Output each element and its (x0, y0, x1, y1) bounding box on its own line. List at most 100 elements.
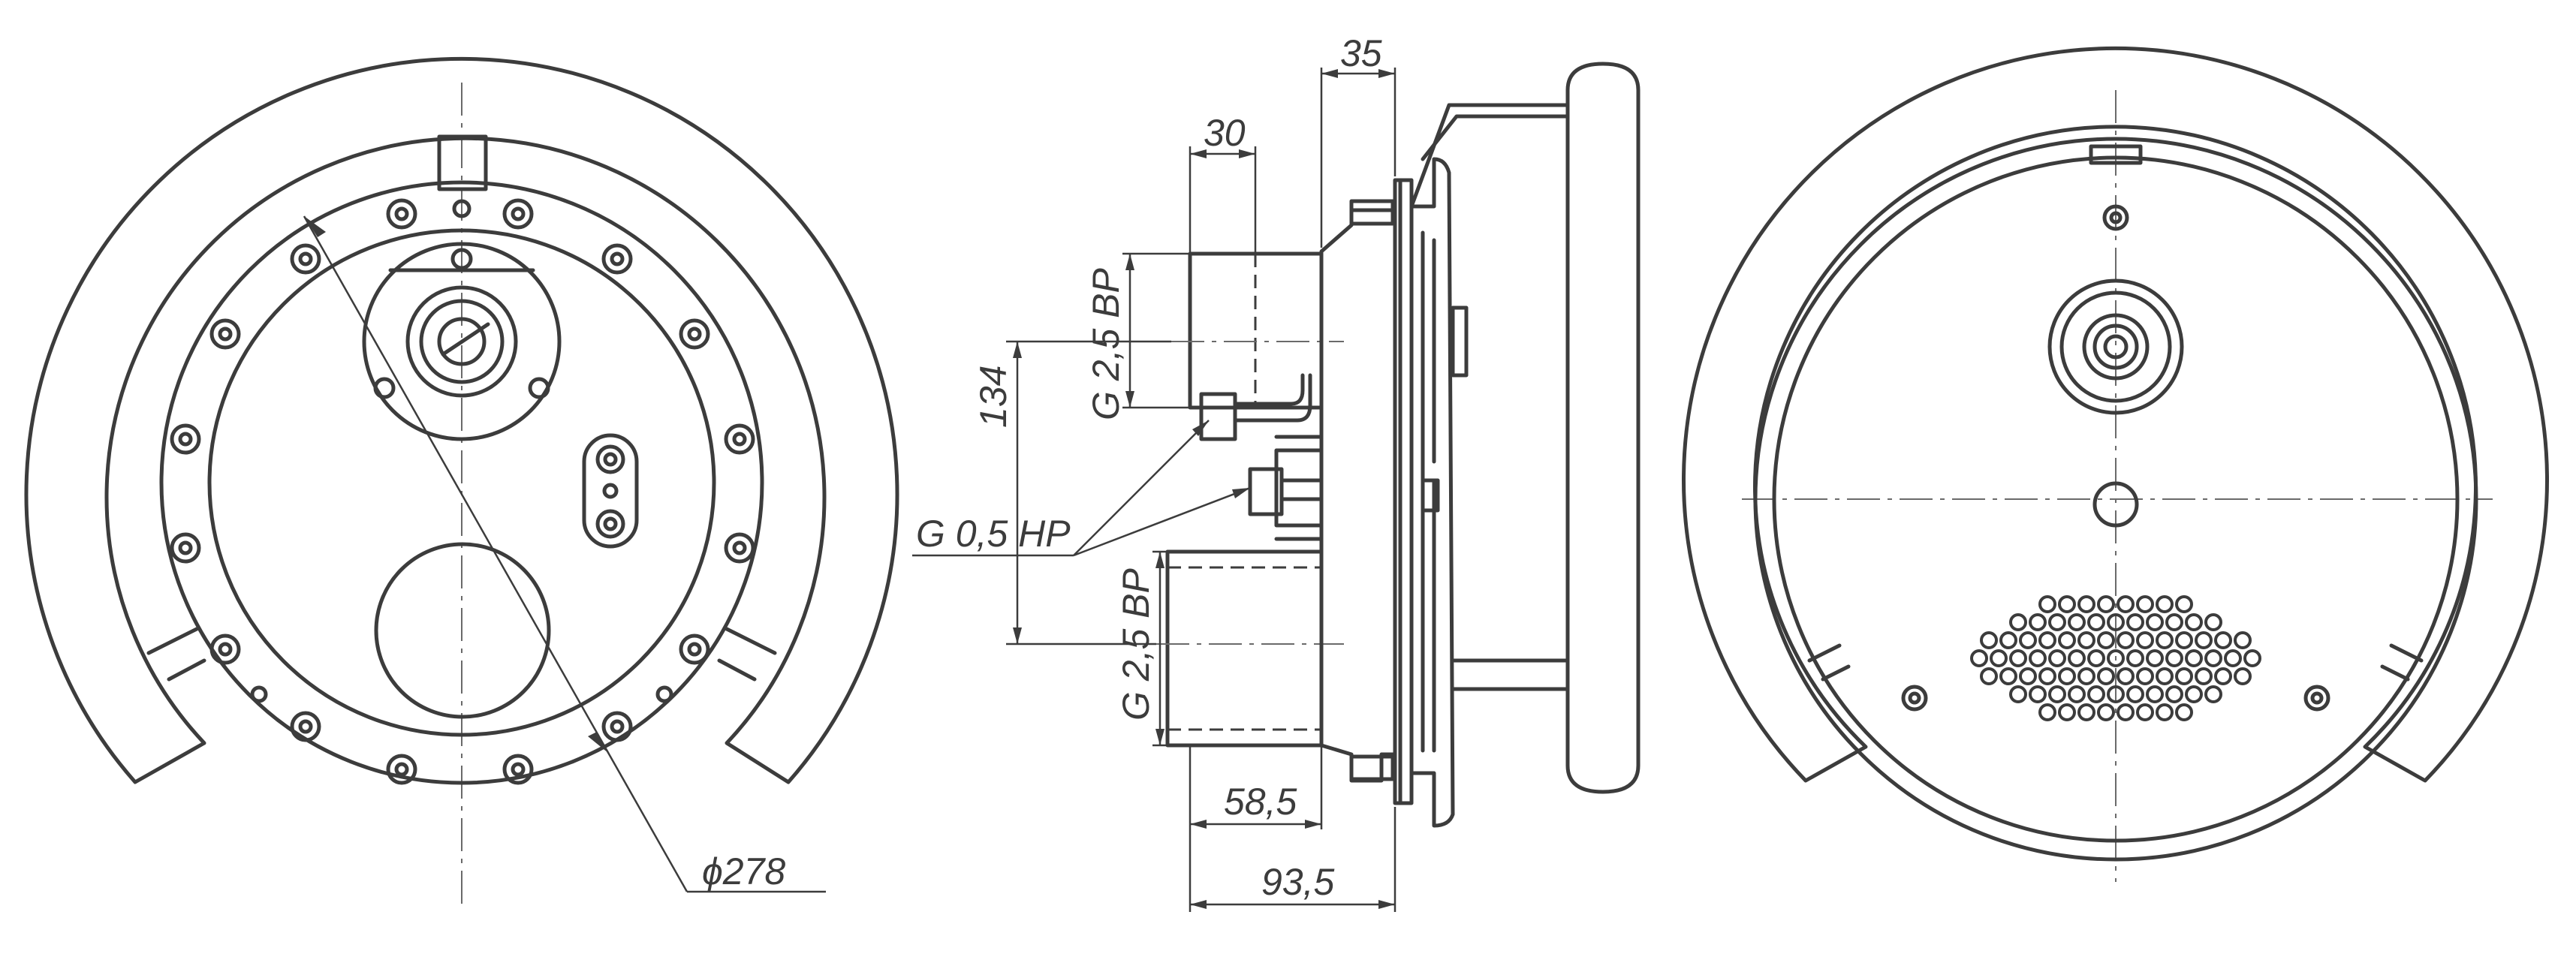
grille-hole (2048, 685, 2066, 703)
grille-hole (1990, 649, 2008, 667)
grille-hole (2175, 631, 2193, 649)
grille-hole (2185, 613, 2203, 631)
grille-hole (2214, 667, 2232, 685)
slot-fitting (582, 433, 639, 549)
grille-hole (2019, 667, 2037, 685)
grille-hole (1980, 631, 1998, 649)
front-view (1682, 47, 2549, 882)
grille-hole (2156, 631, 2174, 649)
grille-hole (2126, 649, 2144, 667)
thread-lower: G 2,5 ВР (1115, 567, 1157, 721)
grille-hole (2136, 631, 2154, 649)
grille-hole (2156, 667, 2174, 685)
grille-hole (2146, 613, 2164, 631)
grille-hole (2077, 667, 2095, 685)
grille-hole (2038, 631, 2056, 649)
grille-hole (2204, 685, 2222, 703)
grille-hole (2175, 595, 2193, 613)
grille-hole (2077, 595, 2095, 613)
grille-hole (2097, 703, 2115, 721)
nozzle-boss (362, 242, 562, 441)
grille-hole (2156, 703, 2174, 721)
grille-hole (2195, 667, 2213, 685)
suction-grille (1970, 595, 2261, 721)
grille-hole (2224, 649, 2242, 667)
grille-hole (2038, 667, 2056, 685)
side-view: 35 30 G 2,5 ВР 134 G 0,5 НР (912, 32, 1641, 912)
grille-hole (2068, 613, 2086, 631)
grille-hole (2107, 685, 2125, 703)
dim-93-5: 93,5 (1261, 861, 1335, 903)
grille-hole (2077, 703, 2095, 721)
grille-hole (2136, 667, 2154, 685)
grille-hole (2029, 613, 2047, 631)
dim-30: 30 (1204, 112, 1246, 154)
suction-outlet (374, 542, 551, 719)
flange-bolts (170, 198, 755, 785)
grille-hole (2087, 649, 2105, 667)
grille-hole (2087, 613, 2105, 631)
grille-hole (2048, 649, 2066, 667)
rear-view: ϕ278 (24, 56, 899, 908)
thread-upper: G 2,5 ВР (1085, 267, 1127, 420)
grille-hole (2243, 649, 2261, 667)
grille-hole (2126, 613, 2144, 631)
grille-hole (2058, 667, 2076, 685)
grille-hole (2068, 685, 2086, 703)
grille-hole (2156, 595, 2174, 613)
grille-hole (2175, 667, 2193, 685)
grille-hole (1970, 649, 1988, 667)
grille-hole (2185, 649, 2203, 667)
grille-hole (1999, 631, 2017, 649)
grille-hole (2097, 631, 2115, 649)
grille-hole (2185, 685, 2203, 703)
grille-hole (2117, 631, 2135, 649)
grille-hole (2234, 631, 2252, 649)
grille-hole (2009, 649, 2027, 667)
grille-hole (2146, 685, 2164, 703)
grille-hole (2097, 667, 2115, 685)
grille-hole (2136, 595, 2154, 613)
grille-hole (2204, 613, 2222, 631)
grille-hole (2165, 685, 2183, 703)
grille-hole (2126, 685, 2144, 703)
grille-hole (2029, 685, 2047, 703)
grille-hole (2175, 703, 2193, 721)
grille-hole (2107, 613, 2125, 631)
grille-hole (2117, 667, 2135, 685)
grille-hole (2117, 595, 2135, 613)
grille-hole (1999, 667, 2017, 685)
grille-hole (2019, 631, 2037, 649)
thread-side: G 0,5 НР (916, 513, 1071, 555)
grille-hole (2165, 649, 2183, 667)
grille-hole (2058, 595, 2076, 613)
grille-hole (2048, 613, 2066, 631)
grille-hole (2146, 649, 2164, 667)
grille-hole (2058, 703, 2076, 721)
dim-134: 134 (972, 366, 1014, 428)
grille-hole (2077, 631, 2095, 649)
diameter-label: ϕ278 (702, 850, 785, 892)
grille-hole (2087, 685, 2105, 703)
grille-hole (2136, 703, 2154, 721)
grille-hole (2214, 631, 2232, 649)
grille-hole (2117, 703, 2135, 721)
grille-hole (2009, 613, 2027, 631)
grille-hole (2038, 595, 2056, 613)
side-fittings (1199, 373, 1324, 541)
grille-hole (2097, 595, 2115, 613)
grille-hole (2165, 613, 2183, 631)
grille-hole (2234, 667, 2252, 685)
grille-hole (2204, 649, 2222, 667)
dim-35: 35 (1340, 32, 1382, 74)
dim-58-5: 58,5 (1224, 781, 1297, 823)
front-nozzle (2047, 278, 2184, 415)
grille-hole (2058, 631, 2076, 649)
grille-hole (2068, 649, 2086, 667)
grille-hole (2038, 703, 2056, 721)
grille-hole (1980, 667, 1998, 685)
grille-hole (2107, 649, 2125, 667)
diameter-dimension: ϕ278 (303, 215, 826, 893)
grille-hole (2009, 685, 2027, 703)
